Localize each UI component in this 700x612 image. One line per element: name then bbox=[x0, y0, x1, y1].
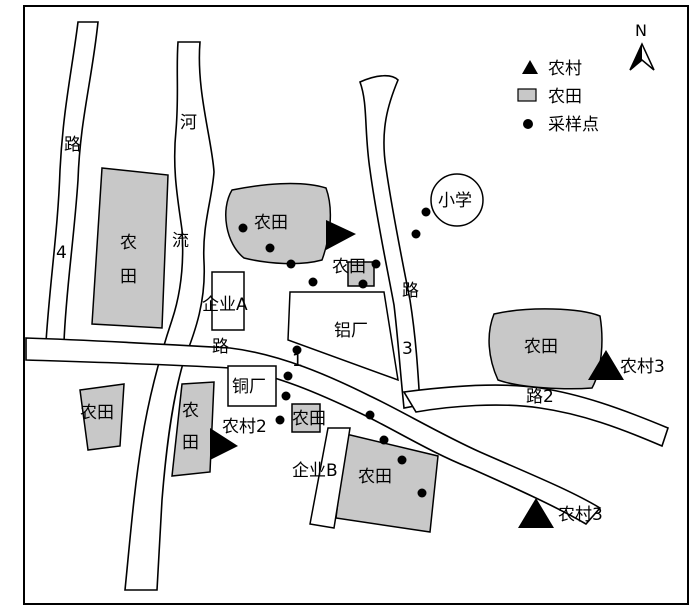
river-liu-label: 流 bbox=[172, 231, 189, 251]
farmland-east-label: 农田 bbox=[524, 337, 558, 357]
village-2-icon bbox=[210, 428, 238, 460]
aluminum-plant-label: 铝厂 bbox=[334, 321, 368, 341]
farmland-east bbox=[488, 308, 603, 390]
sampling-point bbox=[379, 435, 389, 445]
road-2 bbox=[402, 384, 669, 448]
village-3-south-icon bbox=[518, 498, 554, 528]
farmland-small-south bbox=[291, 403, 321, 433]
farmland-southwest-label: 农田 bbox=[80, 403, 114, 423]
sampling-point bbox=[358, 279, 368, 289]
enterprise-a-label: 企业A bbox=[202, 295, 248, 315]
sampling-point bbox=[371, 259, 381, 269]
farmland-south-river bbox=[171, 381, 215, 477]
road-4-char-label: 路 bbox=[64, 135, 81, 155]
legend: 农村 农田 采样点 bbox=[517, 59, 599, 135]
sampling-point bbox=[417, 488, 427, 498]
farmland-south-label: 农田 bbox=[358, 467, 392, 487]
sampling-point bbox=[275, 415, 285, 425]
sampling-points bbox=[238, 207, 431, 498]
legend-sampling-label: 采样点 bbox=[548, 115, 599, 135]
farmland-north bbox=[225, 182, 332, 265]
sampling-point bbox=[265, 243, 275, 253]
road-3-number-label: 3 bbox=[402, 339, 413, 359]
legend-sampling-icon bbox=[523, 119, 533, 129]
sampling-point bbox=[238, 223, 248, 233]
enterprise-a bbox=[211, 271, 245, 331]
school-label: 小学 bbox=[438, 191, 472, 211]
road-2-label: 路2 bbox=[526, 387, 554, 407]
river bbox=[124, 41, 215, 591]
village-3-south-label: 农村3 bbox=[558, 505, 603, 525]
farmland-small-south-label: 农田 bbox=[292, 409, 326, 429]
sampling-point bbox=[411, 229, 421, 239]
sampling-point bbox=[281, 391, 291, 401]
legend-village-label: 农村 bbox=[548, 59, 582, 79]
copper-plant-label: 铜厂 bbox=[232, 377, 266, 397]
farmland-south-river-label-1: 农 bbox=[182, 401, 199, 421]
sampling-point bbox=[308, 277, 318, 287]
legend-farmland-icon bbox=[517, 88, 537, 102]
road-1-char-label: 路 bbox=[212, 337, 229, 357]
village-3-east-label: 农村3 bbox=[620, 357, 665, 377]
road-3 bbox=[358, 74, 421, 409]
sampling-point bbox=[286, 259, 296, 269]
sampling-point bbox=[365, 410, 375, 420]
sampling-point bbox=[283, 371, 293, 381]
farmland-west-label-1: 农 bbox=[120, 233, 137, 253]
north-label: N bbox=[635, 21, 647, 40]
farmland-west bbox=[91, 167, 169, 329]
sampling-point bbox=[421, 207, 431, 217]
enterprise-b-label: 企业B bbox=[292, 461, 338, 481]
legend-village-icon bbox=[522, 60, 538, 74]
north-arrow: N bbox=[629, 21, 655, 71]
farmland-west-label-2: 田 bbox=[120, 267, 137, 287]
village-2-label: 农村2 bbox=[222, 417, 267, 437]
farmland-south-river-label-2: 田 bbox=[182, 433, 199, 453]
aluminum-plant bbox=[287, 291, 399, 382]
sampling-point bbox=[397, 455, 407, 465]
farmland-north-label: 农田 bbox=[254, 213, 288, 233]
farmland-small-north-label: 农田 bbox=[332, 257, 366, 277]
copper-plant bbox=[227, 365, 277, 407]
road-1-number-label: 1 bbox=[292, 351, 303, 371]
road-4-number-label: 4 bbox=[56, 243, 67, 263]
village-3-east-icon bbox=[588, 350, 624, 380]
sampling-point bbox=[292, 345, 302, 355]
road-3-char-label: 路 bbox=[402, 281, 419, 301]
farmland-southwest bbox=[79, 383, 125, 451]
village-north-icon bbox=[326, 220, 356, 250]
enterprise-b bbox=[309, 427, 351, 529]
legend-farmland-label: 农田 bbox=[548, 87, 582, 107]
school bbox=[430, 173, 484, 227]
river-he-label: 河 bbox=[180, 113, 197, 133]
